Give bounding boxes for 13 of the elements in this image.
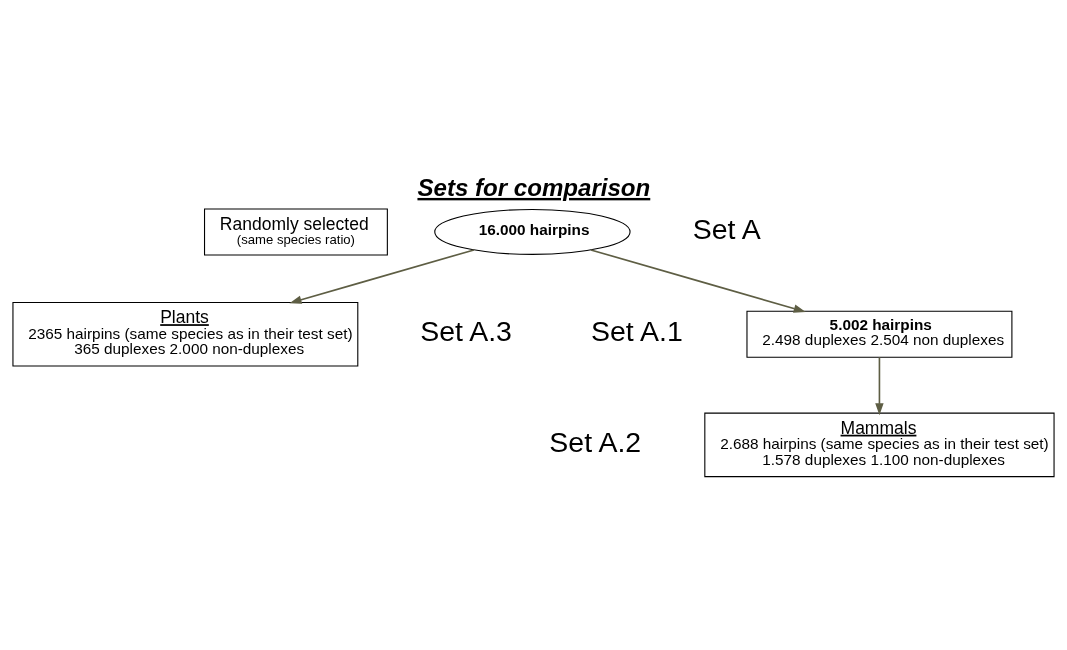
node-label: Set A.2 (549, 425, 642, 458)
node-label: Set A (692, 212, 761, 245)
arrow (590, 249, 806, 313)
diagram-title: Sets for comparison (417, 173, 651, 201)
node-ellipse: 16.000 hairpins (434, 208, 631, 255)
node-label: Set A.3 (420, 315, 512, 348)
node-box: Plants 2365 hairpins (same species as in their test set) 365 duplexes 2.000 non-duplexes (12, 302, 359, 367)
arrow (875, 356, 884, 416)
node-box: Mammals 2.688 hairpins (same species as in their test set) 1.578 duplexes 1.100 non-duplexes (704, 412, 1055, 478)
node-label: Set A.1 (590, 315, 683, 348)
arrow (289, 249, 475, 304)
node-box: Randomly selected (same species ratio) (204, 208, 388, 256)
node-box: 5.002 hairpins 2.498 duplexes 2.504 non duplexes (746, 310, 1013, 358)
